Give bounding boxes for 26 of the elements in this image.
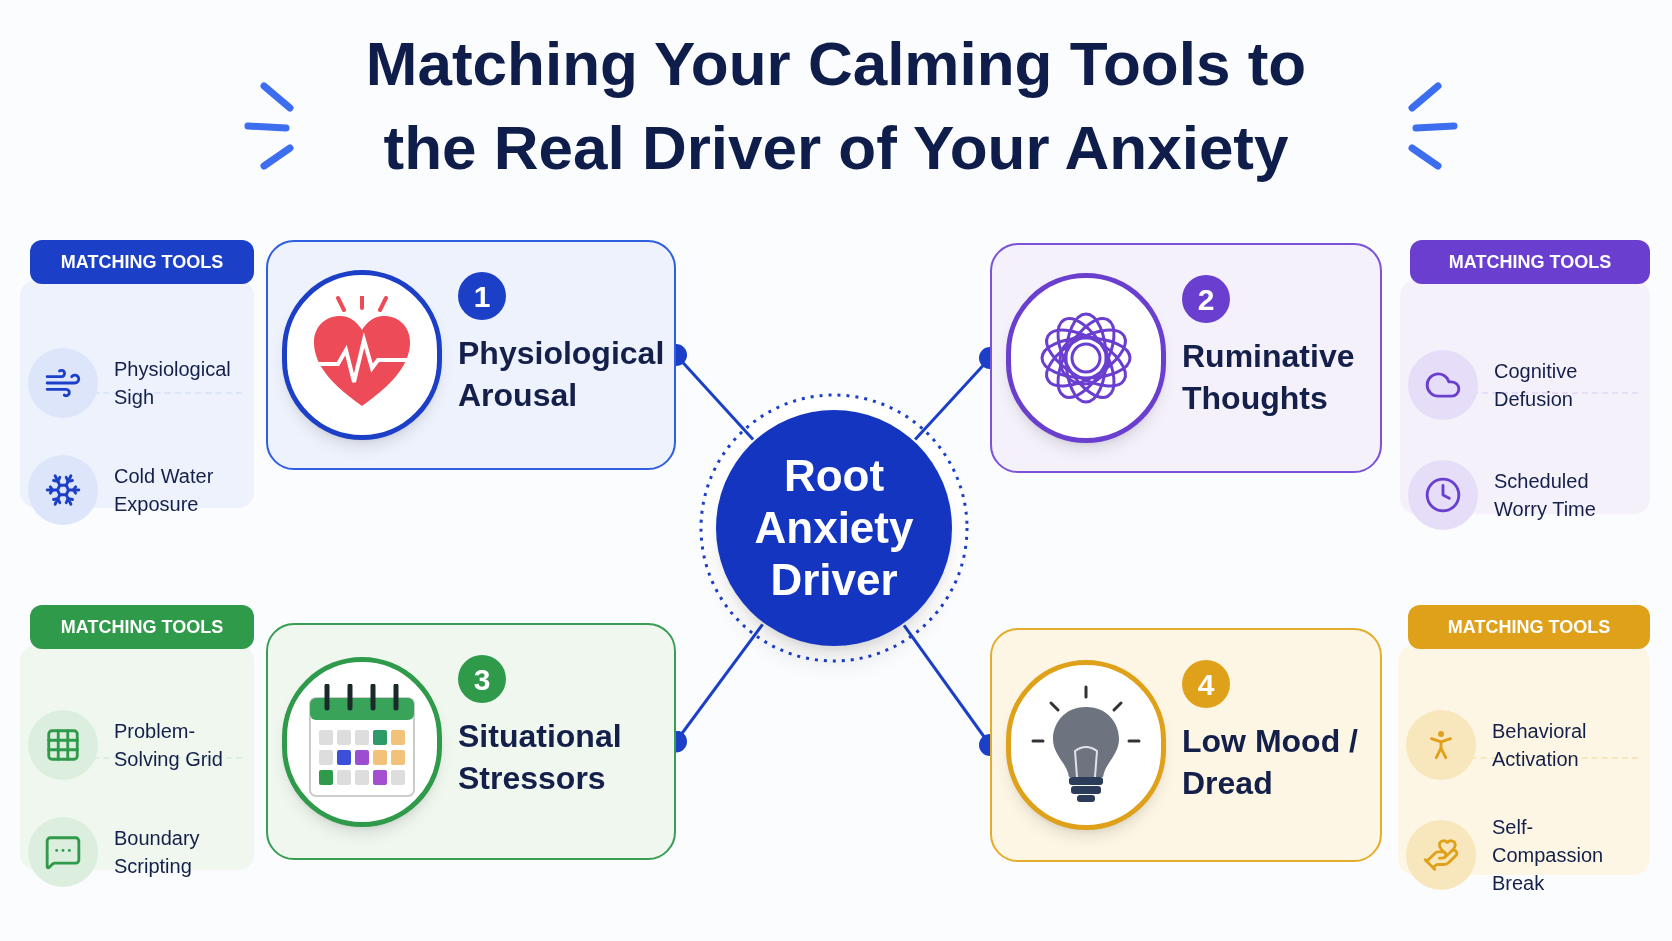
tool-name: Physiological Sigh [114, 357, 232, 410]
driver-title: Low Mood / Dread [1182, 722, 1359, 803]
tool-name: Behavioral Activation [1492, 719, 1588, 772]
driver-card [990, 243, 1382, 473]
number-badge: 3 [458, 655, 506, 703]
panel-header: MATCHING TOOLS [1408, 605, 1650, 649]
tool-name: Problem-Solving Grid [114, 719, 224, 772]
driver-title: Ruminative Thoughts [1182, 337, 1356, 418]
driver-title: Physiological Arousal [458, 334, 665, 415]
tool-name: Cold Water Exposure [114, 464, 215, 517]
driver-card [266, 240, 676, 470]
tool-name: Cognitive Defusion [1494, 359, 1579, 412]
driver-title: Situational Stressors [458, 717, 623, 798]
center-label: Root Anxiety Driver [753, 450, 915, 606]
driver-card [266, 623, 676, 860]
panel-header: MATCHING TOOLS [30, 605, 254, 649]
tool-name: Boundary Scripting [114, 826, 201, 879]
title: Matching Your Calming Tools to the Real Driver of Your Anxiety [364, 28, 1308, 184]
number-badge: 2 [1182, 275, 1230, 323]
tool-name: Self-Compassion Break [1492, 815, 1605, 896]
tool-name: Scheduled Worry Time [1494, 469, 1597, 522]
driver-card [990, 628, 1382, 862]
panel-header: MATCHING TOOLS [30, 240, 254, 284]
number-badge: 1 [458, 272, 506, 320]
panel-header: MATCHING TOOLS [1410, 240, 1650, 284]
number-badge: 4 [1182, 660, 1230, 708]
